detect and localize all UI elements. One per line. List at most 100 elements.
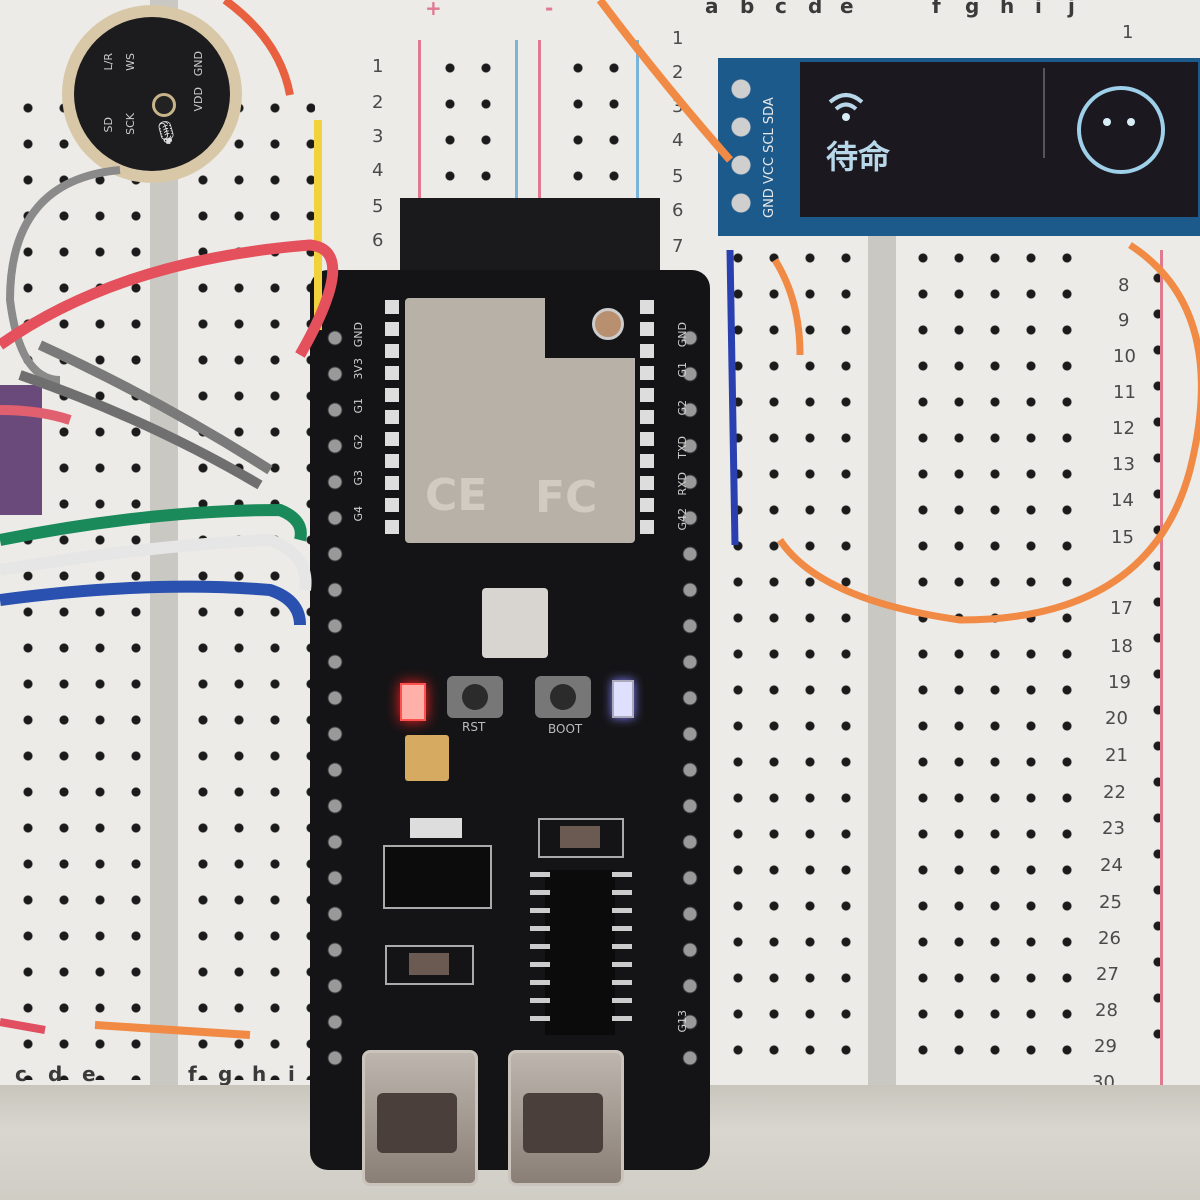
row-number: 25 xyxy=(1099,892,1122,913)
row-number: 8 xyxy=(1118,275,1130,296)
smd-component xyxy=(385,945,474,985)
row-number: 26 xyxy=(1098,928,1121,949)
col-letter: c xyxy=(775,0,787,18)
white-wire xyxy=(0,533,312,591)
ce-mark: CE xyxy=(425,470,488,521)
col-letter: d xyxy=(808,0,823,18)
breadboard-gap xyxy=(868,230,896,1130)
hole-grid xyxy=(432,50,512,200)
microphone-icon: 🎙 xyxy=(152,121,180,146)
wifi-icon xyxy=(828,93,864,121)
header-pins-right xyxy=(680,320,700,1080)
col-letter: g xyxy=(965,0,980,18)
orange-wire xyxy=(596,0,734,163)
row-number: 11 xyxy=(1113,382,1136,403)
col-letter: c xyxy=(15,1062,27,1086)
usb-c-port-2[interactable] xyxy=(508,1050,624,1186)
tantalum-capacitor xyxy=(405,735,449,781)
row-number: 2 xyxy=(672,62,684,83)
hole-grid xyxy=(560,50,640,200)
oled-status-text: 待命 xyxy=(826,138,891,176)
row-number: 5 xyxy=(372,196,384,217)
power-led xyxy=(400,683,426,721)
col-letter: i xyxy=(288,1062,295,1086)
col-letter: h xyxy=(252,1062,267,1086)
usb-c-port-1[interactable] xyxy=(362,1050,478,1186)
row-number: 20 xyxy=(1105,708,1128,729)
rgb-led xyxy=(482,588,548,658)
chip-pins xyxy=(530,872,550,1032)
row-number: 1 xyxy=(372,56,384,77)
gray-bundle xyxy=(18,370,263,490)
voltage-regulator xyxy=(383,845,492,909)
hole-grid xyxy=(905,240,1085,1080)
row-number: 6 xyxy=(672,200,684,221)
boot-label: BOOT xyxy=(548,722,583,736)
module-pads-left xyxy=(385,300,399,540)
hole-grid xyxy=(720,240,870,1080)
row-number: 23 xyxy=(1102,818,1125,839)
rst-button[interactable] xyxy=(447,676,503,718)
header-pins-left xyxy=(325,320,345,1080)
orange-wire xyxy=(94,1021,251,1039)
mic-port xyxy=(152,93,176,117)
row-number: 15 xyxy=(1111,527,1134,548)
row-number: 9 xyxy=(1118,310,1130,331)
rail-minus: - xyxy=(545,0,554,20)
row-number: 17 xyxy=(1110,598,1133,619)
col-letter: f xyxy=(188,1062,197,1086)
row-number: 1 xyxy=(1122,22,1134,43)
rail-red xyxy=(418,40,421,200)
usb-slot xyxy=(523,1093,603,1153)
oled-divider xyxy=(1043,68,1045,158)
row-number: 2 xyxy=(372,92,384,113)
eye xyxy=(1103,118,1111,126)
orange-wire xyxy=(222,0,294,96)
col-letter: b xyxy=(740,0,755,18)
row-number: 6 xyxy=(372,230,384,251)
row-number: 29 xyxy=(1094,1036,1117,1057)
smd-component xyxy=(410,818,462,838)
oled-header-pins xyxy=(728,70,754,220)
col-letter: e xyxy=(82,1062,96,1086)
col-letter: f xyxy=(932,0,941,18)
gray-bundle xyxy=(37,340,273,475)
button-cap xyxy=(462,684,488,710)
row-number: 3 xyxy=(372,126,384,147)
rail-red xyxy=(538,40,541,200)
row-number: 18 xyxy=(1110,636,1133,657)
rail-blue xyxy=(515,40,518,200)
rst-label: RST xyxy=(462,720,486,734)
rail-red xyxy=(1160,250,1163,1090)
green-wire xyxy=(0,503,307,546)
col-letter: g xyxy=(218,1062,233,1086)
row-number: 3 xyxy=(672,96,684,117)
col-letter: e xyxy=(840,0,854,18)
status-led xyxy=(612,680,634,718)
orange-wire xyxy=(777,242,1200,624)
fc-mark: FC xyxy=(535,472,598,523)
col-letter: i xyxy=(1035,0,1042,18)
row-number: 4 xyxy=(672,130,684,151)
row-number: 21 xyxy=(1105,745,1128,766)
row-number: 4 xyxy=(372,160,384,181)
row-number: 5 xyxy=(672,166,684,187)
blue-wire xyxy=(0,580,306,626)
row-number: 22 xyxy=(1103,782,1126,803)
row-number: 13 xyxy=(1112,454,1135,475)
row-number: 28 xyxy=(1095,1000,1118,1021)
eye xyxy=(1127,118,1135,126)
row-number: 27 xyxy=(1096,964,1119,985)
rail-blue xyxy=(636,40,639,200)
row-number: 24 xyxy=(1100,855,1123,876)
boot-button[interactable] xyxy=(535,676,591,718)
red-wire xyxy=(0,405,72,425)
chip-pins xyxy=(612,872,632,1032)
ufl-connector xyxy=(592,308,624,340)
col-letter: d xyxy=(48,1062,63,1086)
red-wire xyxy=(0,1018,46,1034)
col-letter: h xyxy=(1000,0,1015,18)
button-cap xyxy=(550,684,576,710)
row-number: 12 xyxy=(1112,418,1135,439)
usb-slot xyxy=(377,1093,457,1153)
